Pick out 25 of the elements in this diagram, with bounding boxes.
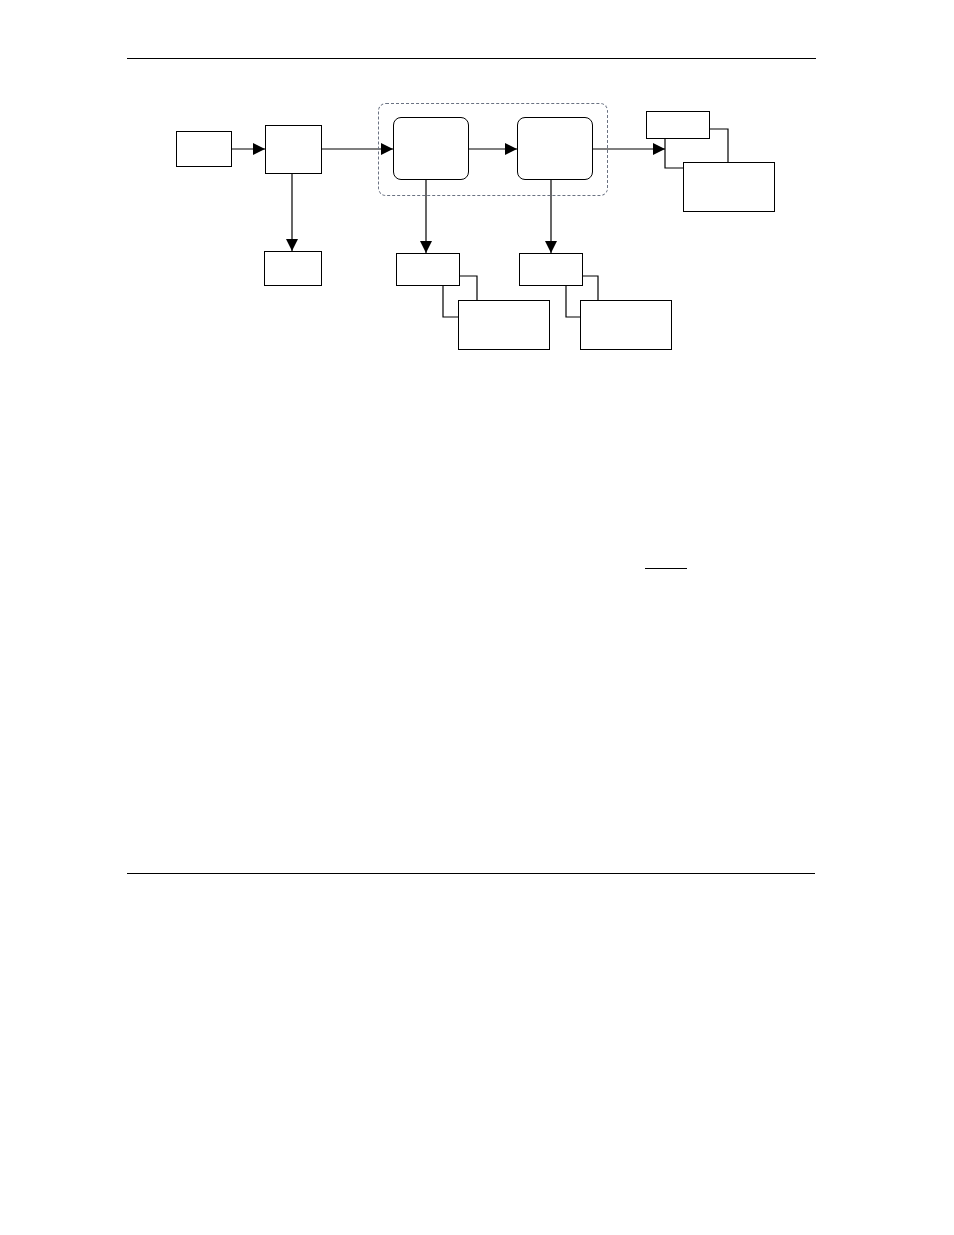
process-box xyxy=(458,300,550,350)
process-box xyxy=(264,251,322,286)
arrow xyxy=(468,143,518,155)
process-box xyxy=(265,125,322,174)
process-box xyxy=(646,111,710,139)
connector-line xyxy=(459,275,478,301)
arrow xyxy=(286,173,298,252)
process-box xyxy=(519,253,583,286)
arrow xyxy=(592,143,666,155)
connector-line xyxy=(709,128,729,163)
connector-line xyxy=(582,275,599,301)
process-box xyxy=(580,300,672,350)
connector-line xyxy=(664,138,684,169)
connector-line xyxy=(442,285,459,318)
connector-line xyxy=(565,285,581,318)
process-box xyxy=(683,162,775,212)
process-box xyxy=(176,131,232,167)
dashed-group-box xyxy=(378,103,608,196)
arrow xyxy=(545,179,557,254)
arrow xyxy=(321,143,394,155)
arrow xyxy=(231,143,266,155)
arrow xyxy=(420,179,432,254)
rounded-process-box xyxy=(517,117,593,180)
rounded-process-box xyxy=(393,117,469,180)
process-box xyxy=(396,253,460,286)
